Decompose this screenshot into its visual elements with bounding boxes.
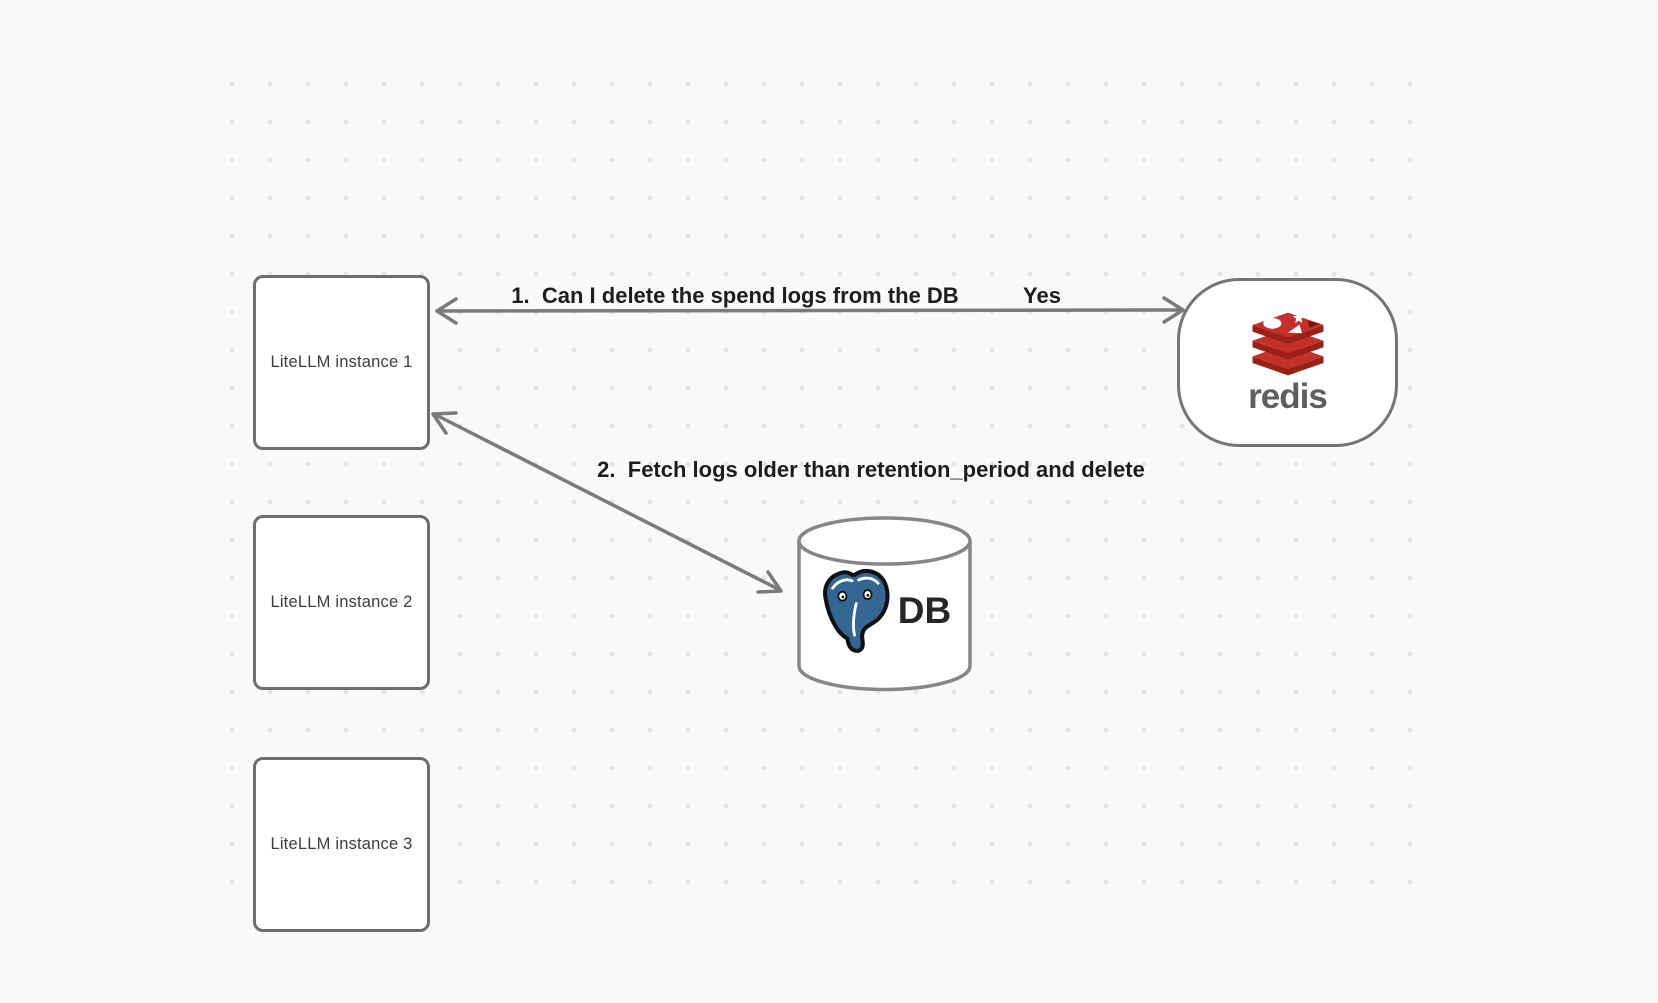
- node-redis[interactable]: redis: [1177, 278, 1398, 447]
- annotation-step1[interactable]: 1. Can I delete the spend logs from the …: [511, 283, 959, 308]
- annotation-step1-answer[interactable]: Yes: [1023, 283, 1061, 308]
- database-label: DB: [897, 589, 952, 631]
- node-litellm-instance-2[interactable]: LiteLLM instance 2: [253, 515, 430, 690]
- annotation-step2[interactable]: 2. Fetch logs older than retention_perio…: [597, 457, 1145, 482]
- node-litellm-instance-1[interactable]: LiteLLM instance 1: [253, 275, 430, 450]
- redis-wordmark: redis: [1248, 377, 1328, 416]
- arrow-fetch-logs[interactable]: [431, 411, 783, 594]
- node-label: LiteLLM instance 1: [270, 353, 413, 371]
- node-label: LiteLLM instance 2: [270, 593, 413, 611]
- redis-stack-icon: [1252, 311, 1323, 376]
- node-database[interactable]: DB: [797, 516, 972, 693]
- postgresql-elephant-icon: [822, 568, 890, 653]
- node-litellm-instance-3[interactable]: LiteLLM instance 3: [253, 757, 430, 932]
- node-label: LiteLLM instance 3: [270, 835, 413, 853]
